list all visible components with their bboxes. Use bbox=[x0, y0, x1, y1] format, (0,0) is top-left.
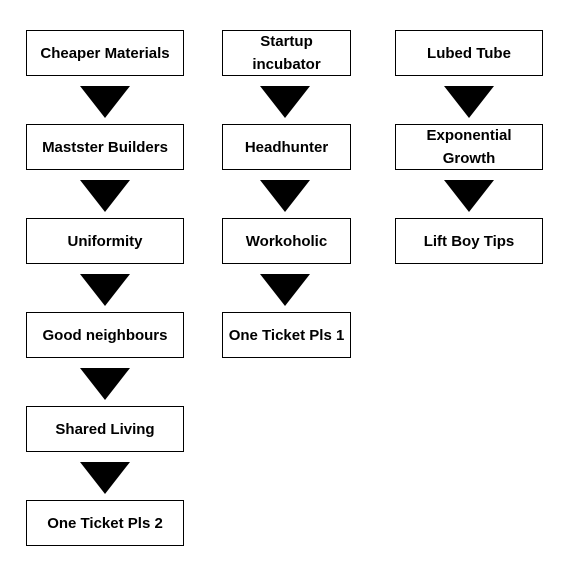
node-label: Mastster Builders bbox=[42, 138, 168, 156]
node-label: Lift Boy Tips bbox=[423, 232, 515, 250]
node-label: Lubed Tube bbox=[427, 44, 511, 62]
node-shared-living: Shared Living bbox=[26, 406, 184, 452]
node-label: Headhunter bbox=[244, 138, 329, 156]
node-label: One Ticket Pls 2 bbox=[47, 514, 163, 532]
down-arrow-icon bbox=[444, 180, 494, 212]
node-label: Shared Living bbox=[55, 420, 155, 438]
down-arrow-icon bbox=[260, 86, 310, 118]
node-label: Workoholic bbox=[245, 232, 328, 250]
node-good-neighbours: Good neighbours bbox=[26, 312, 184, 358]
node-headhunter: Headhunter bbox=[222, 124, 351, 170]
node-label: One Ticket Pls 1 bbox=[228, 326, 345, 344]
down-arrow-icon bbox=[260, 274, 310, 306]
node-label: Good neighbours bbox=[42, 326, 168, 344]
node-one-ticket-pls-2: One Ticket Pls 2 bbox=[26, 500, 184, 546]
node-uniformity: Uniformity bbox=[26, 218, 184, 264]
node-workoholic: Workoholic bbox=[222, 218, 351, 264]
node-lift-boy-tips: Lift Boy Tips bbox=[395, 218, 543, 264]
node-label: Exponential Growth bbox=[426, 127, 512, 167]
down-arrow-icon bbox=[80, 462, 130, 494]
node-exponential-growth: Exponential Growth bbox=[395, 124, 543, 170]
node-mastster-builders: Mastster Builders bbox=[26, 124, 184, 170]
down-arrow-icon bbox=[80, 180, 130, 212]
node-cheaper-materials: Cheaper Materials bbox=[26, 30, 184, 76]
node-label: Startup incubator bbox=[252, 33, 321, 73]
node-label: Cheaper Materials bbox=[40, 44, 170, 62]
down-arrow-icon bbox=[80, 86, 130, 118]
down-arrow-icon bbox=[80, 368, 130, 400]
node-one-ticket-pls-1: One Ticket Pls 1 bbox=[222, 312, 351, 358]
down-arrow-icon bbox=[80, 274, 130, 306]
node-label: Uniformity bbox=[67, 232, 143, 250]
node-startup-incubator: Startup incubator bbox=[222, 30, 351, 76]
down-arrow-icon bbox=[260, 180, 310, 212]
node-lubed-tube: Lubed Tube bbox=[395, 30, 543, 76]
down-arrow-icon bbox=[444, 86, 494, 118]
